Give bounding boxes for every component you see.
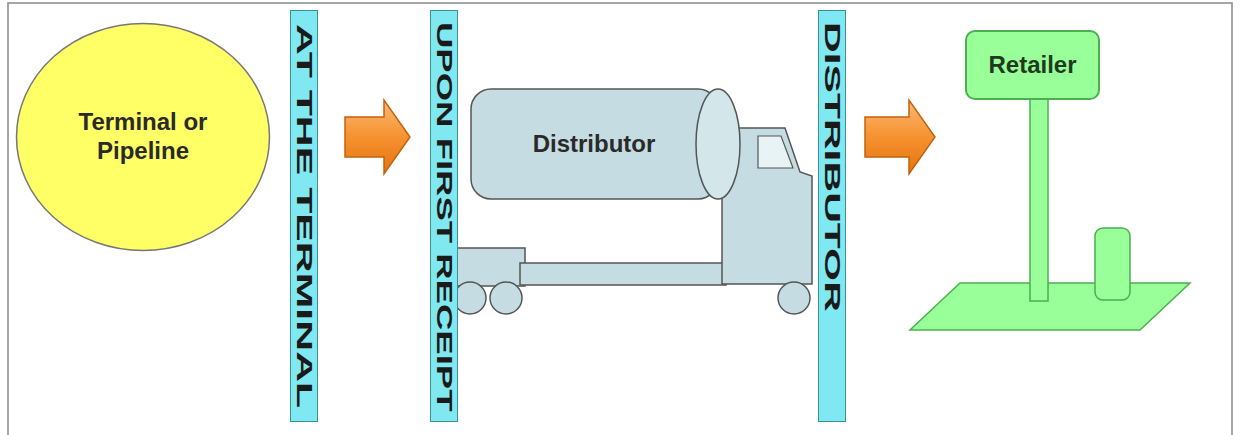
stage-band: AT THE TERMINAL xyxy=(290,10,318,422)
truck-chassis xyxy=(520,263,726,285)
picture-frame xyxy=(8,3,1232,435)
flow-arrow xyxy=(865,100,935,174)
stage-band: UPON FIRST RECEIPT xyxy=(430,10,458,422)
tank-cylinder xyxy=(471,89,718,199)
circle-label: Terminal or Pipeline xyxy=(68,108,218,166)
retail-station: Retailer xyxy=(935,25,1195,335)
truck-wheel xyxy=(778,282,810,314)
flow-arrow xyxy=(345,100,410,174)
stage-band: DISTRIBUTOR xyxy=(818,10,846,422)
sign-label: Retailer xyxy=(965,30,1100,100)
terminal-circle: Terminal or Pipeline xyxy=(15,22,271,252)
truck-wheel xyxy=(490,282,522,314)
band-label: DISTRIBUTOR xyxy=(821,22,843,312)
cab-window xyxy=(758,136,793,168)
tank-body: Distributor xyxy=(470,88,742,200)
station-base xyxy=(910,283,1190,330)
tank-label: Distributor xyxy=(533,130,656,159)
band-label: AT THE TERMINAL xyxy=(293,24,315,408)
truck-wheel xyxy=(454,282,486,314)
fuel-pump xyxy=(1095,228,1130,300)
sign-pole xyxy=(1030,99,1048,301)
terminal-circle-shape xyxy=(17,24,270,251)
band-label: UPON FIRST RECEIPT xyxy=(433,22,455,411)
rear-axle-housing xyxy=(455,248,525,286)
tank-end-face xyxy=(696,89,740,199)
